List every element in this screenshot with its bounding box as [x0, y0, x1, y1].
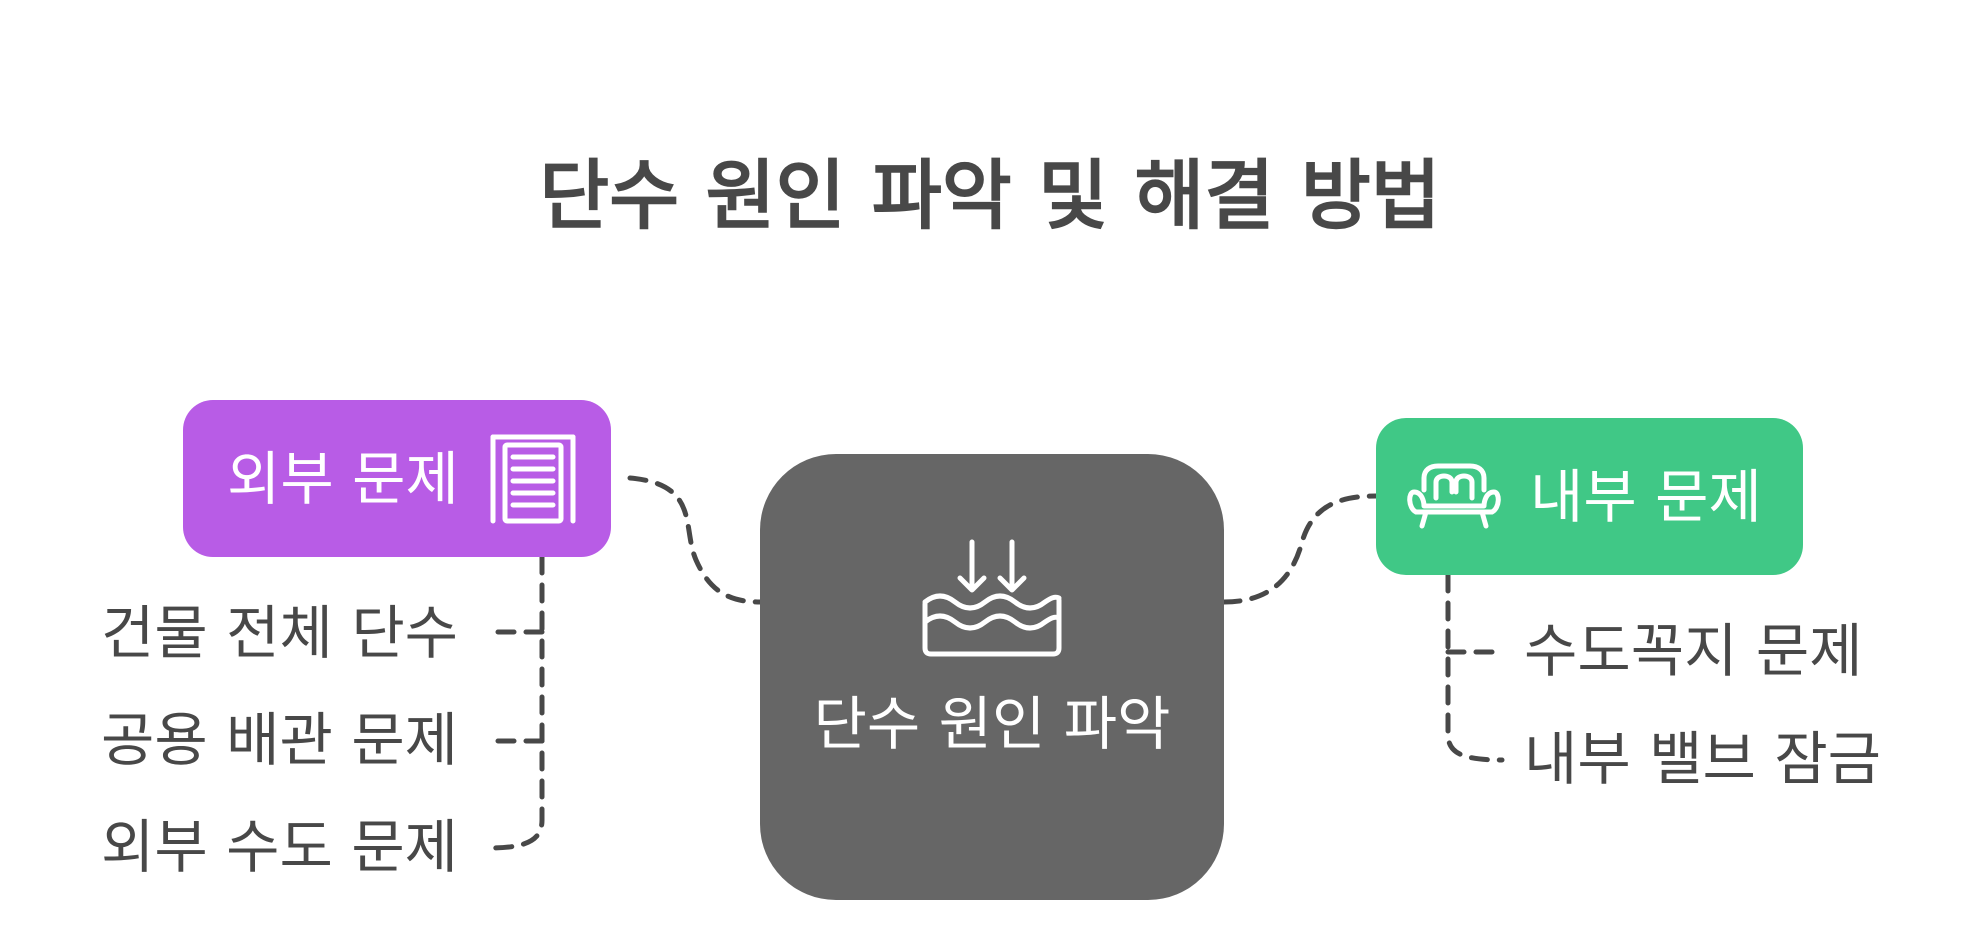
diagram-title: 단수 원인 파악 및 해결 방법	[539, 151, 1441, 240]
connector-center-to-internal	[1221, 493, 1379, 605]
external-item-shared-pipe: 공용 배관 문제	[101, 706, 459, 774]
center-node: 단수 원인 파악	[760, 454, 1224, 900]
center-label: 단수 원인 파악	[813, 690, 1171, 758]
internal-problem-label: 내부 문제	[1530, 462, 1762, 531]
connector-internal-branches	[1445, 572, 1505, 763]
internal-problem-node: 내부 문제	[1376, 418, 1803, 575]
building-blinds-icon	[490, 434, 576, 523]
sofa-icon	[1407, 463, 1501, 528]
water-down-arrows-icon	[922, 539, 1062, 657]
internal-item-valve: 내부 밸브 잠금	[1524, 725, 1882, 793]
internal-item-faucet: 수도꼭지 문제	[1524, 617, 1863, 685]
connector-external-to-center	[627, 475, 763, 605]
external-problem-label: 외부 문제	[227, 444, 459, 513]
external-problem-node: 외부 문제	[183, 400, 611, 557]
connector-external-branches	[487, 554, 545, 851]
external-item-outside-water: 외부 수도 문제	[101, 813, 459, 881]
external-item-building: 건물 전체 단수	[101, 599, 459, 667]
